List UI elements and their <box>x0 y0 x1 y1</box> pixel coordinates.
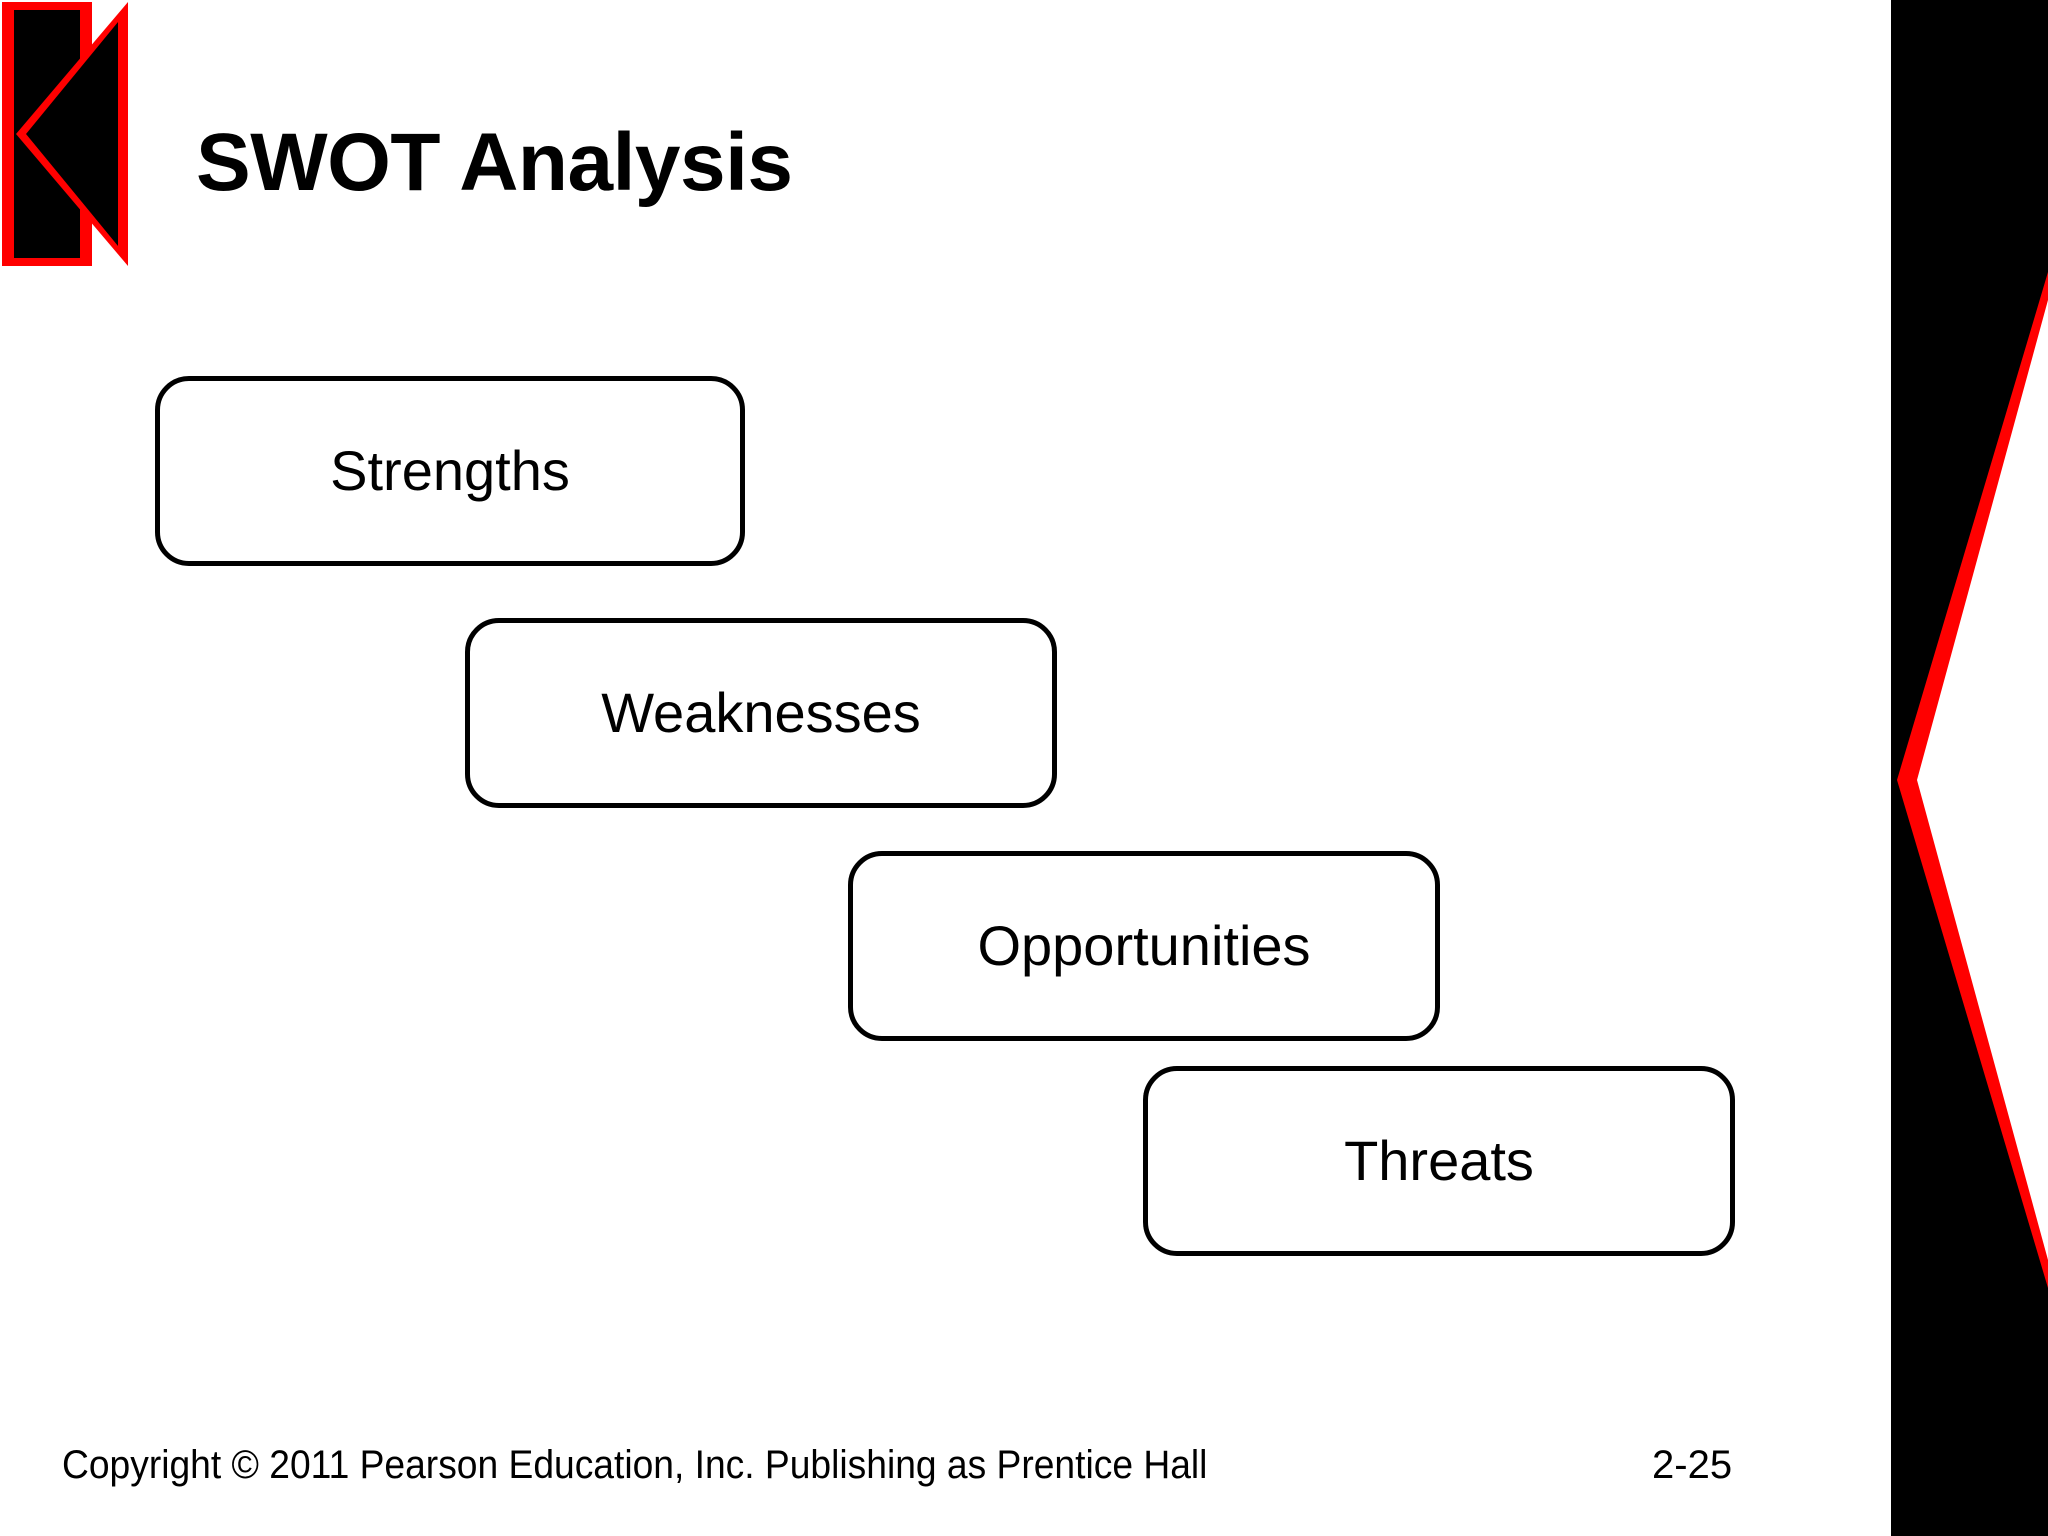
footer-page-number: 2-25 <box>1652 1443 1733 1487</box>
swot-box-weaknesses[interactable]: Weaknesses <box>465 618 1057 808</box>
swot-box-label: Threats <box>1344 1129 1534 1192</box>
swot-box-label: Strengths <box>330 439 570 502</box>
swot-box-threats[interactable]: Threats <box>1143 1066 1735 1256</box>
swot-box-label: Opportunities <box>977 914 1311 977</box>
k-logo-icon <box>0 0 132 268</box>
swot-box-opportunities[interactable]: Opportunities <box>848 851 1440 1041</box>
swot-box-strengths[interactable]: Strengths <box>155 376 745 566</box>
page-title: SWOT Analysis <box>196 117 793 208</box>
footer-copyright: Copyright © 2011 Pearson Education, Inc.… <box>62 1443 1208 1487</box>
swot-box-label: Weaknesses <box>601 681 921 744</box>
right-decorative-band <box>1891 0 2048 1536</box>
